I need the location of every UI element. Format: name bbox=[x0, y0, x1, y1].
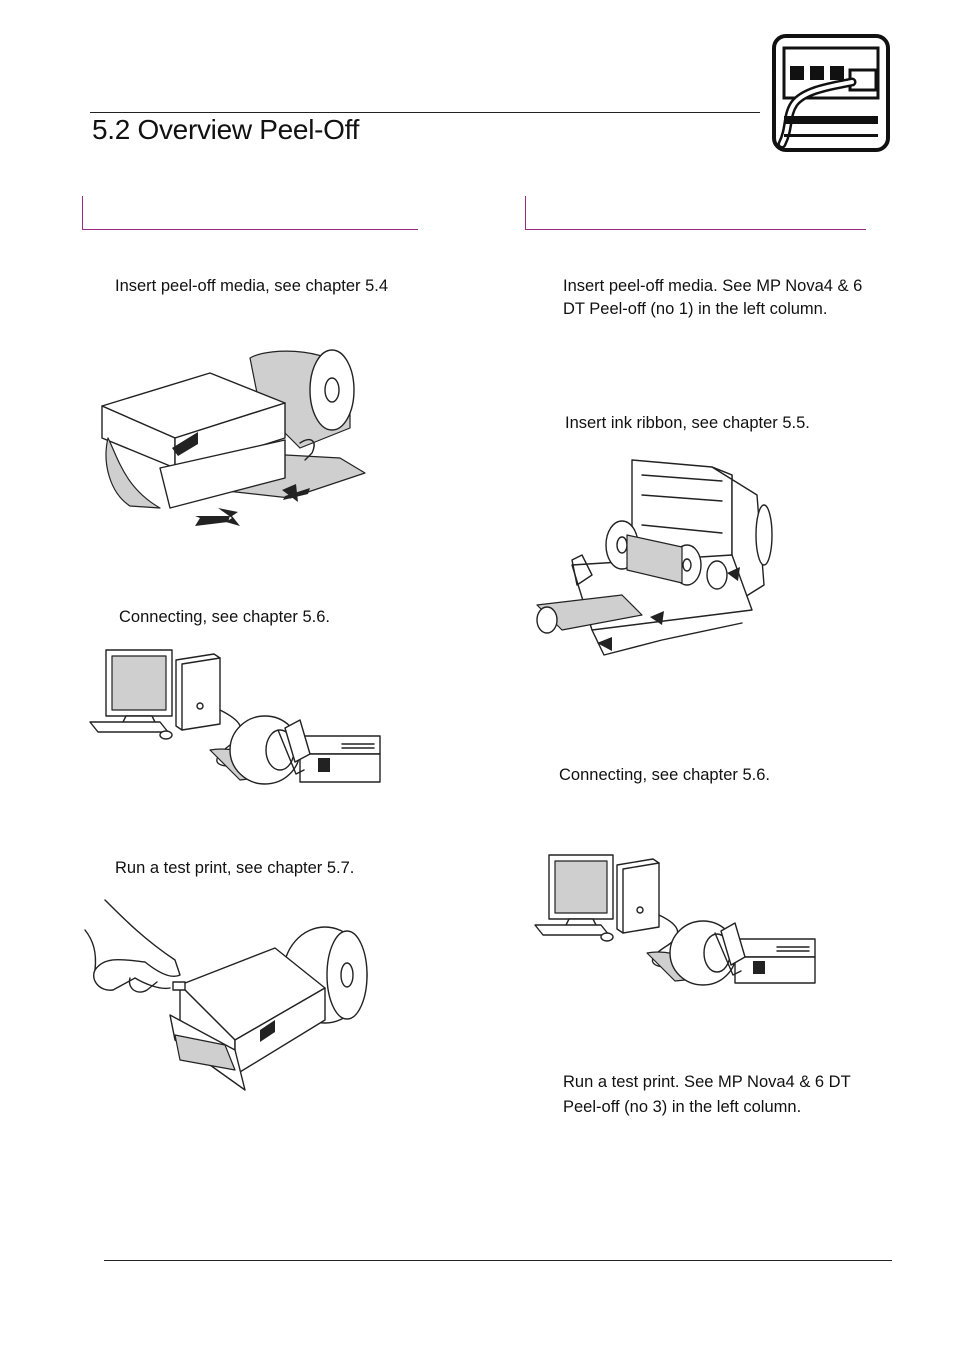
left-step-1: Insert peel-off media, see chapter 5.4 bbox=[115, 277, 389, 295]
ink-ribbon-illustration bbox=[536, 459, 773, 656]
right-step-4: Run a test print. See MP Nova4 & 6 DT Pe… bbox=[563, 1073, 851, 1116]
page-title: 5.2 Overview Peel-Off bbox=[92, 114, 360, 145]
left-step-3: Run a test print, see chapter 5.7. bbox=[115, 859, 355, 877]
left-column-header bbox=[82, 196, 418, 230]
right-step-1: Insert peel-off media. See MP Nova4 & 6 … bbox=[563, 277, 863, 318]
footer-rule bbox=[104, 1260, 892, 1261]
right-step-3: Connecting, see chapter 5.6. bbox=[559, 766, 770, 784]
computer-connection-illustration-right bbox=[534, 854, 816, 986]
header-rule bbox=[90, 112, 760, 113]
right-step-2: Insert ink ribbon, see chapter 5.5. bbox=[565, 414, 810, 432]
right-column-header bbox=[525, 196, 866, 230]
connector-icon bbox=[772, 34, 890, 152]
computer-connection-illustration bbox=[89, 649, 381, 785]
left-step-2: Connecting, see chapter 5.6. bbox=[119, 608, 330, 626]
test-print-illustration bbox=[84, 899, 368, 1091]
printer-peel-off-illustration bbox=[101, 349, 366, 526]
